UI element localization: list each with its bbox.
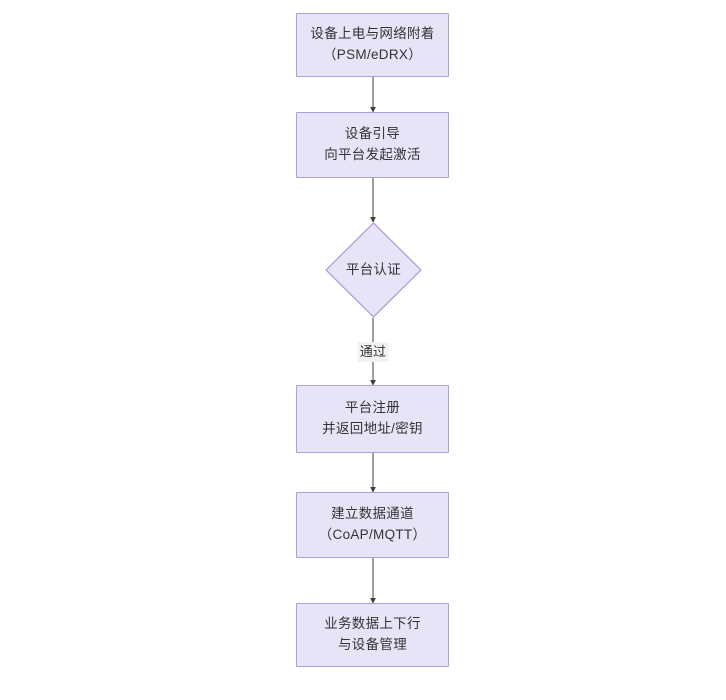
node-platform-register-line-1: 平台注册	[344, 400, 401, 416]
node-platform-auth-label: 平台认证	[345, 261, 402, 277]
node-business-data[interactable]: 业务数据上下行 与设备管理	[296, 603, 449, 667]
node-power-on[interactable]: 设备上电与网络附着 （PSM/eDRX）	[296, 13, 449, 77]
node-power-on-line-1: 设备上电与网络附着	[310, 26, 435, 42]
node-data-channel-line-1: 建立数据通道	[331, 506, 414, 522]
node-bootstrap[interactable]: 设备引导 向平台发起激活	[296, 112, 449, 178]
node-platform-register[interactable]: 平台注册 并返回地址/密钥	[296, 385, 449, 453]
node-bootstrap-line-1: 设备引导	[344, 126, 401, 142]
node-business-data-line-2: 与设备管理	[338, 637, 407, 652]
edge-label-pass: 通过	[357, 342, 389, 363]
node-power-on-line-2: （PSM/eDRX）	[322, 47, 423, 62]
node-platform-register-line-2: 并返回地址/密钥	[322, 421, 423, 436]
node-business-data-line-1: 业务数据上下行	[324, 616, 421, 632]
node-platform-auth[interactable]: 平台认证	[325, 222, 422, 318]
node-data-channel[interactable]: 建立数据通道 （CoAP/MQTT）	[296, 492, 449, 558]
diamond-shape	[325, 222, 422, 318]
node-data-channel-line-2: （CoAP/MQTT）	[318, 527, 427, 542]
node-bootstrap-line-2: 向平台发起激活	[324, 147, 421, 162]
